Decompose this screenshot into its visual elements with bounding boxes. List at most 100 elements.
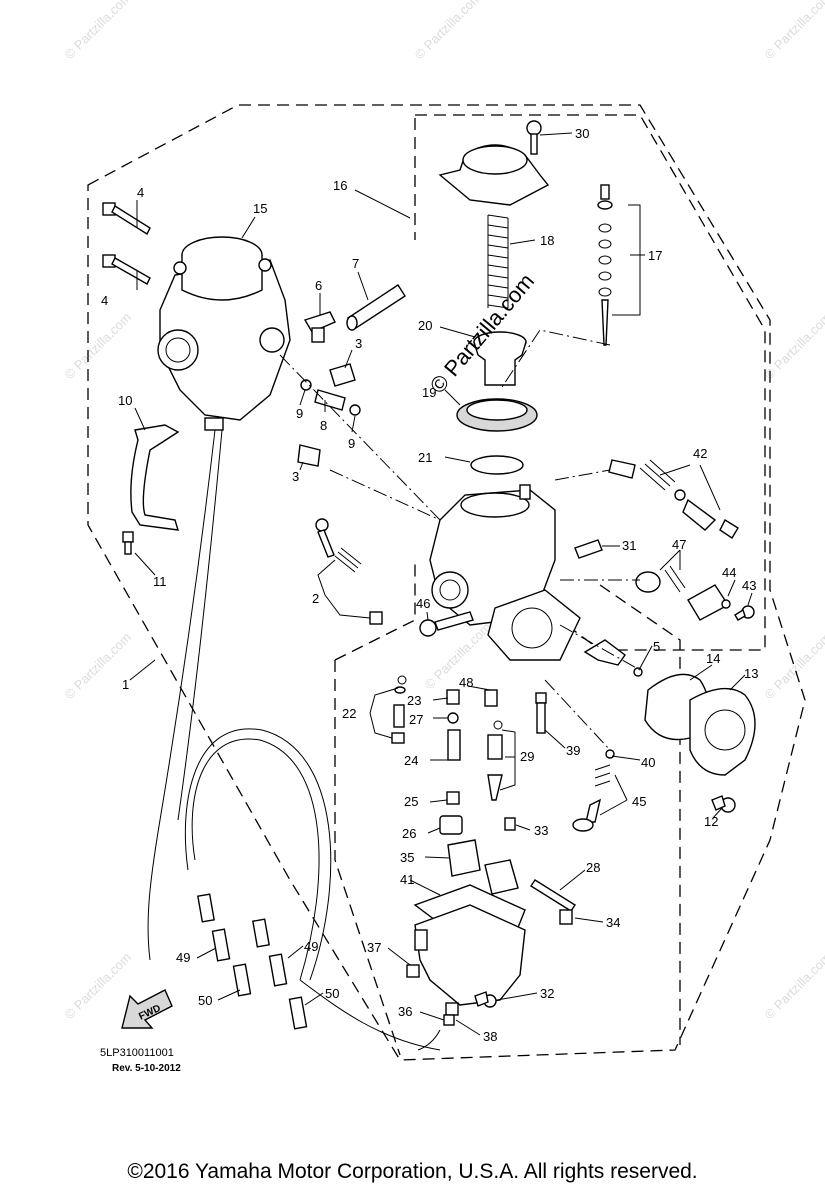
holder-23: [446, 689, 460, 705]
watermark-main: © Partzilla.com: [425, 269, 539, 399]
callout-50-right: 50: [325, 986, 339, 1001]
callout-41: 41: [400, 872, 414, 887]
jet-8: [314, 389, 346, 411]
o-ring-9a: [300, 379, 312, 391]
screw-31: [574, 539, 603, 559]
copyright-notice: ©2016 Yamaha Motor Corporation, U.S.A. A…: [127, 1160, 698, 1183]
callout-38: 38: [483, 1029, 497, 1044]
callout-3-lower: 3: [292, 469, 299, 484]
main-jet-25: [446, 791, 460, 805]
callout-4: 4: [137, 185, 144, 200]
callout-12: 12: [704, 814, 718, 829]
callout-36: 36: [398, 1004, 412, 1019]
adjuster-49-left: [211, 928, 231, 962]
callout-33: 33: [534, 823, 548, 838]
callout-39: 39: [566, 743, 580, 758]
watermark: © Partzilla.com: [62, 950, 135, 1023]
callout-21: 21: [418, 450, 432, 465]
fitting-6: [303, 311, 336, 343]
callout-24: 24: [404, 753, 418, 768]
screw-32: [474, 991, 497, 1008]
starter-47: [635, 565, 686, 593]
callout-37: 37: [367, 940, 381, 955]
callout-27: 27: [409, 712, 423, 727]
callout-2: 2: [312, 591, 319, 606]
callout-28: 28: [586, 860, 600, 875]
callout-4-lower: 4: [101, 293, 108, 308]
carburetor-assembly: [157, 236, 291, 431]
carburetor-body: [429, 484, 556, 626]
diaphragm-19: [456, 398, 538, 432]
callout-50-left: 50: [198, 993, 212, 1008]
callout-1: 1: [122, 677, 129, 692]
callout-9: 9: [296, 406, 303, 421]
hose-7: [346, 284, 406, 331]
side-cover-plate: [487, 589, 581, 661]
callout-3: 3: [355, 336, 362, 351]
callout-49-right: 49: [304, 939, 318, 954]
part-code: 5LP310011001: [100, 1047, 174, 1059]
callout-17: 17: [648, 248, 662, 263]
float-pin-28: [530, 879, 576, 912]
pilot-jet-22: [391, 675, 407, 744]
lever-44: [687, 584, 731, 621]
callout-15: 15: [253, 201, 267, 216]
needle-valve-29: [487, 720, 503, 801]
top-cap: [438, 144, 550, 206]
cable-ends: [197, 893, 270, 948]
valve-48: [484, 689, 498, 707]
callout-42: 42: [693, 446, 707, 461]
adjuster-49-right: [268, 953, 288, 987]
jet-needle-17: [597, 184, 613, 346]
o-ring-40: [605, 749, 615, 759]
callout-6: 6: [315, 278, 322, 293]
callout-48: 48: [459, 675, 473, 690]
float-35: [447, 839, 519, 895]
callout-47: 47: [672, 537, 686, 552]
drain-hose-36: [417, 1029, 441, 1051]
leader-lines: [129, 132, 753, 1036]
watermark-layer: © Partzilla.com © Partzilla.com © Partzi…: [62, 0, 825, 1022]
callout-16: 16: [333, 178, 347, 193]
callout-5: 5: [653, 639, 660, 654]
watermark: © Partzilla.com: [762, 0, 825, 62]
cover-13: [689, 687, 756, 776]
screw-43: [734, 605, 755, 621]
watermark: © Partzilla.com: [62, 310, 135, 383]
piston-valve-20: [473, 331, 527, 386]
callout-8: 8: [320, 418, 327, 433]
callout-19: 19: [422, 385, 436, 400]
o-ring-27: [447, 712, 459, 724]
watermark: © Partzilla.com: [762, 950, 825, 1023]
callout-23: 23: [407, 693, 421, 708]
bolt-4-lower: [102, 254, 151, 285]
watermark: © Partzilla.com: [762, 630, 825, 703]
callout-31: 31: [622, 538, 636, 553]
screw-12: [711, 795, 736, 813]
plug-3-lower: [297, 444, 321, 467]
bracket-5: [583, 639, 643, 677]
callout-26: 26: [402, 826, 416, 841]
spring-18: [487, 214, 509, 309]
callout-30: 30: [575, 126, 589, 141]
drain-plug-38: [443, 1002, 459, 1026]
bolt-4-upper: [102, 202, 151, 236]
callout-22: 22: [342, 706, 356, 721]
callout-45: 45: [632, 794, 646, 809]
callout-20: 20: [418, 318, 432, 333]
callout-43: 43: [742, 578, 756, 593]
watermark: © Partzilla.com: [762, 310, 825, 383]
callout-40: 40: [641, 755, 655, 770]
callout-18: 18: [540, 233, 554, 248]
screw-30: [526, 120, 542, 155]
starter-plunger-42: [608, 459, 739, 539]
throttle-cable: [147, 429, 441, 1051]
needle-jet-24: [447, 729, 461, 761]
callout-44: 44: [722, 565, 736, 580]
centerlines: [279, 329, 641, 751]
callout-7: 7: [352, 256, 359, 271]
screw-39: [535, 692, 547, 734]
boot-50-right: [288, 996, 308, 1030]
callout-35: 35: [400, 850, 414, 865]
